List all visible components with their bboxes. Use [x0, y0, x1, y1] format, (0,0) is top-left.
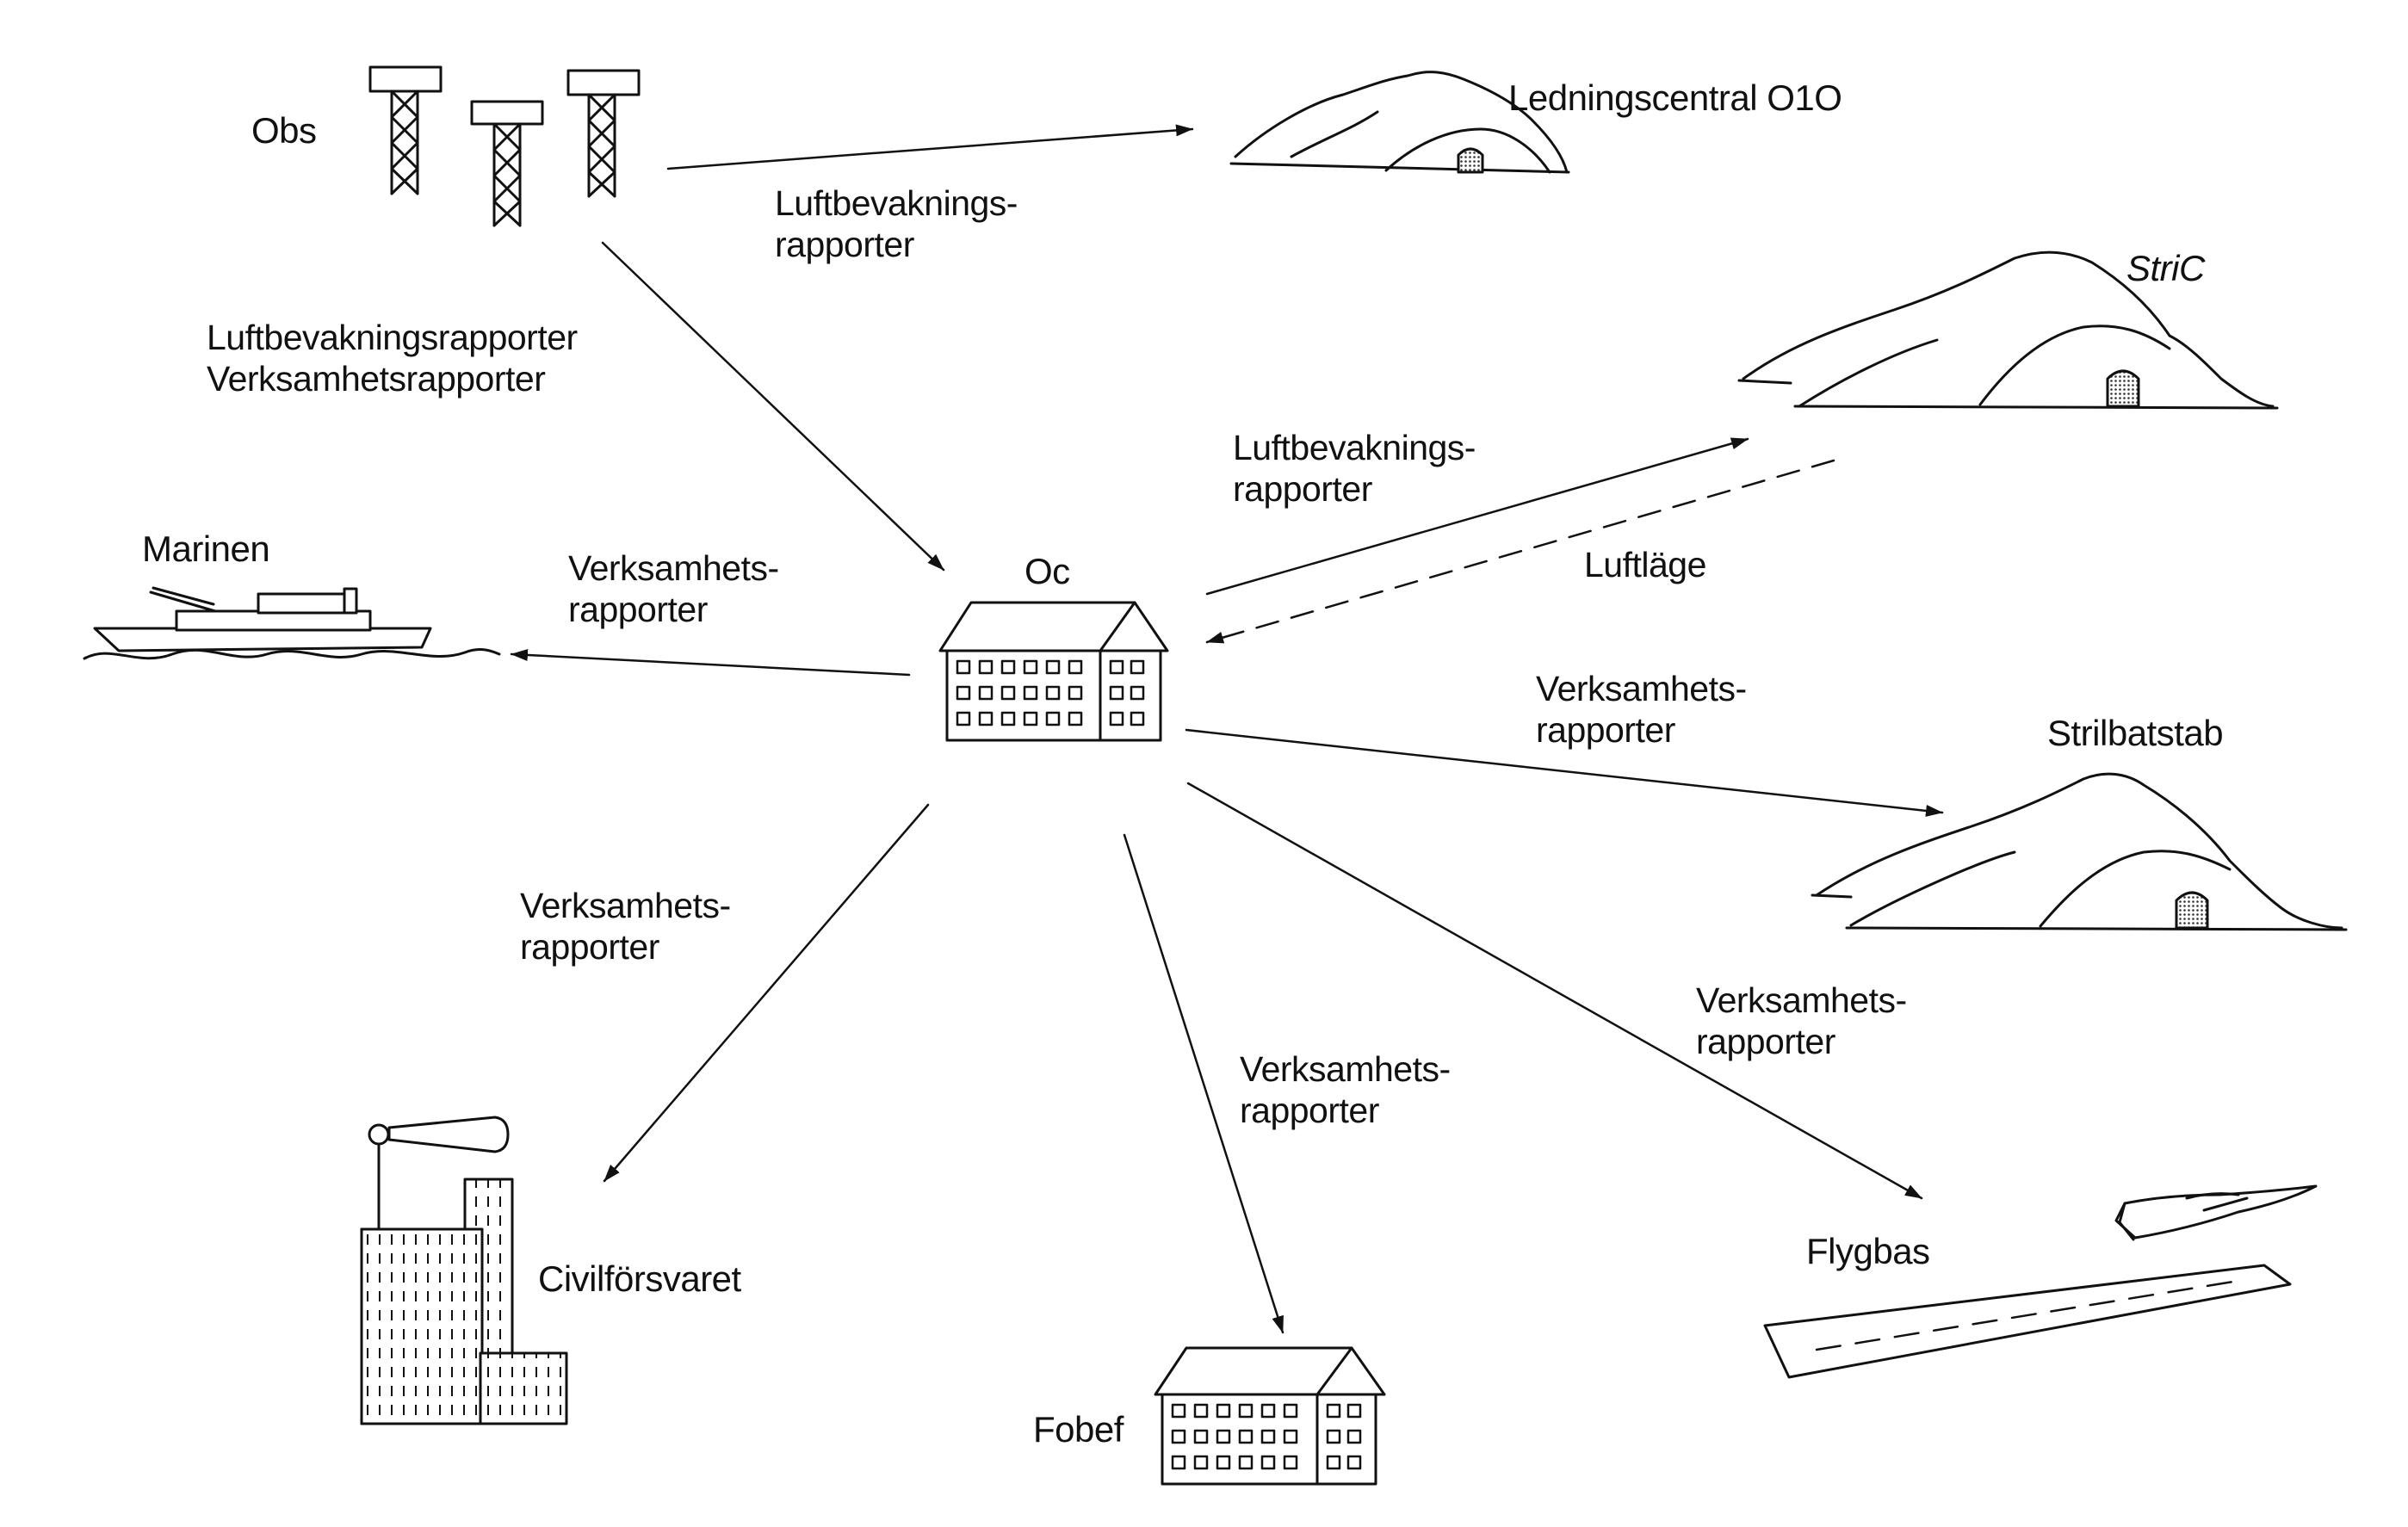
node-label-obs: Obs [251, 110, 317, 151]
edge-label-obs-to-oc: Luftbevakningsrapporter Verksamhetsrappo… [207, 318, 578, 399]
node-label-strilbatstab: Strilbatstab [2047, 713, 2224, 753]
edge-label-oc-to-marinen: Verksamhets- rapporter [568, 548, 779, 629]
arrow-oc-to-marinen [510, 648, 911, 677]
node-label-fobef: Fobef [1033, 1409, 1124, 1450]
edge-label-oc-to-strilbatstab: Verksamhets- rapporter [1536, 669, 1747, 750]
edge-label-obs-to-ledningscentral: Luftbevaknings- rapporter [775, 183, 1018, 264]
edge-label-stric-to-oc: Luftläge [1584, 545, 1706, 584]
civilforsvaret-city-icon [360, 1116, 568, 1425]
arrow-oc-to-fobef [1123, 833, 1284, 1334]
edge-label-oc-to-fobef: Verksamhets- rapporter [1240, 1049, 1451, 1130]
node-label-marinen: Marinen [142, 529, 270, 569]
arrow-stric-to-oc [1205, 459, 1835, 644]
marinen-ship-icon [83, 586, 501, 660]
node-label-ledningscentral: Ledningscentral O1O [1508, 77, 1842, 118]
node-label-flygbas: Flygbas [1806, 1231, 1930, 1271]
edge-arrows [510, 124, 1944, 1334]
arrow-oc-to-stric [1205, 437, 1749, 596]
stric-bunker-icon [1737, 250, 2279, 410]
strilbatstab-bunker-icon [1811, 772, 2348, 931]
arrow-oc-to-civilforsvaret [603, 803, 930, 1183]
node-label-stric: StriC [2126, 248, 2205, 288]
node-label-civilforsvaret: Civilförsvaret [538, 1258, 741, 1299]
edge-label-oc-to-flygbas: Verksamhets- rapporter [1696, 980, 1907, 1061]
arrow-oc-to-flygbas [1186, 782, 1923, 1200]
edge-label-oc-to-stric: Luftbevaknings- rapporter [1233, 428, 1476, 509]
ledningscentral-bunker-icon [1229, 71, 1570, 174]
arrow-obs-to-ledningscentral [666, 124, 1194, 170]
node-label-oc: Oc [1024, 551, 1070, 591]
arrow-obs-to-oc [601, 241, 945, 572]
arrow-oc-to-strilbatstab [1185, 728, 1944, 817]
edge-label-oc-to-civilforsvaret: Verksamhets- rapporter [520, 886, 731, 967]
oc-building-icon [938, 601, 1169, 742]
fobef-building-icon [1154, 1346, 1386, 1486]
flygbas-airfield-icon [1763, 1184, 2318, 1379]
obs-towers-icon [368, 65, 641, 227]
